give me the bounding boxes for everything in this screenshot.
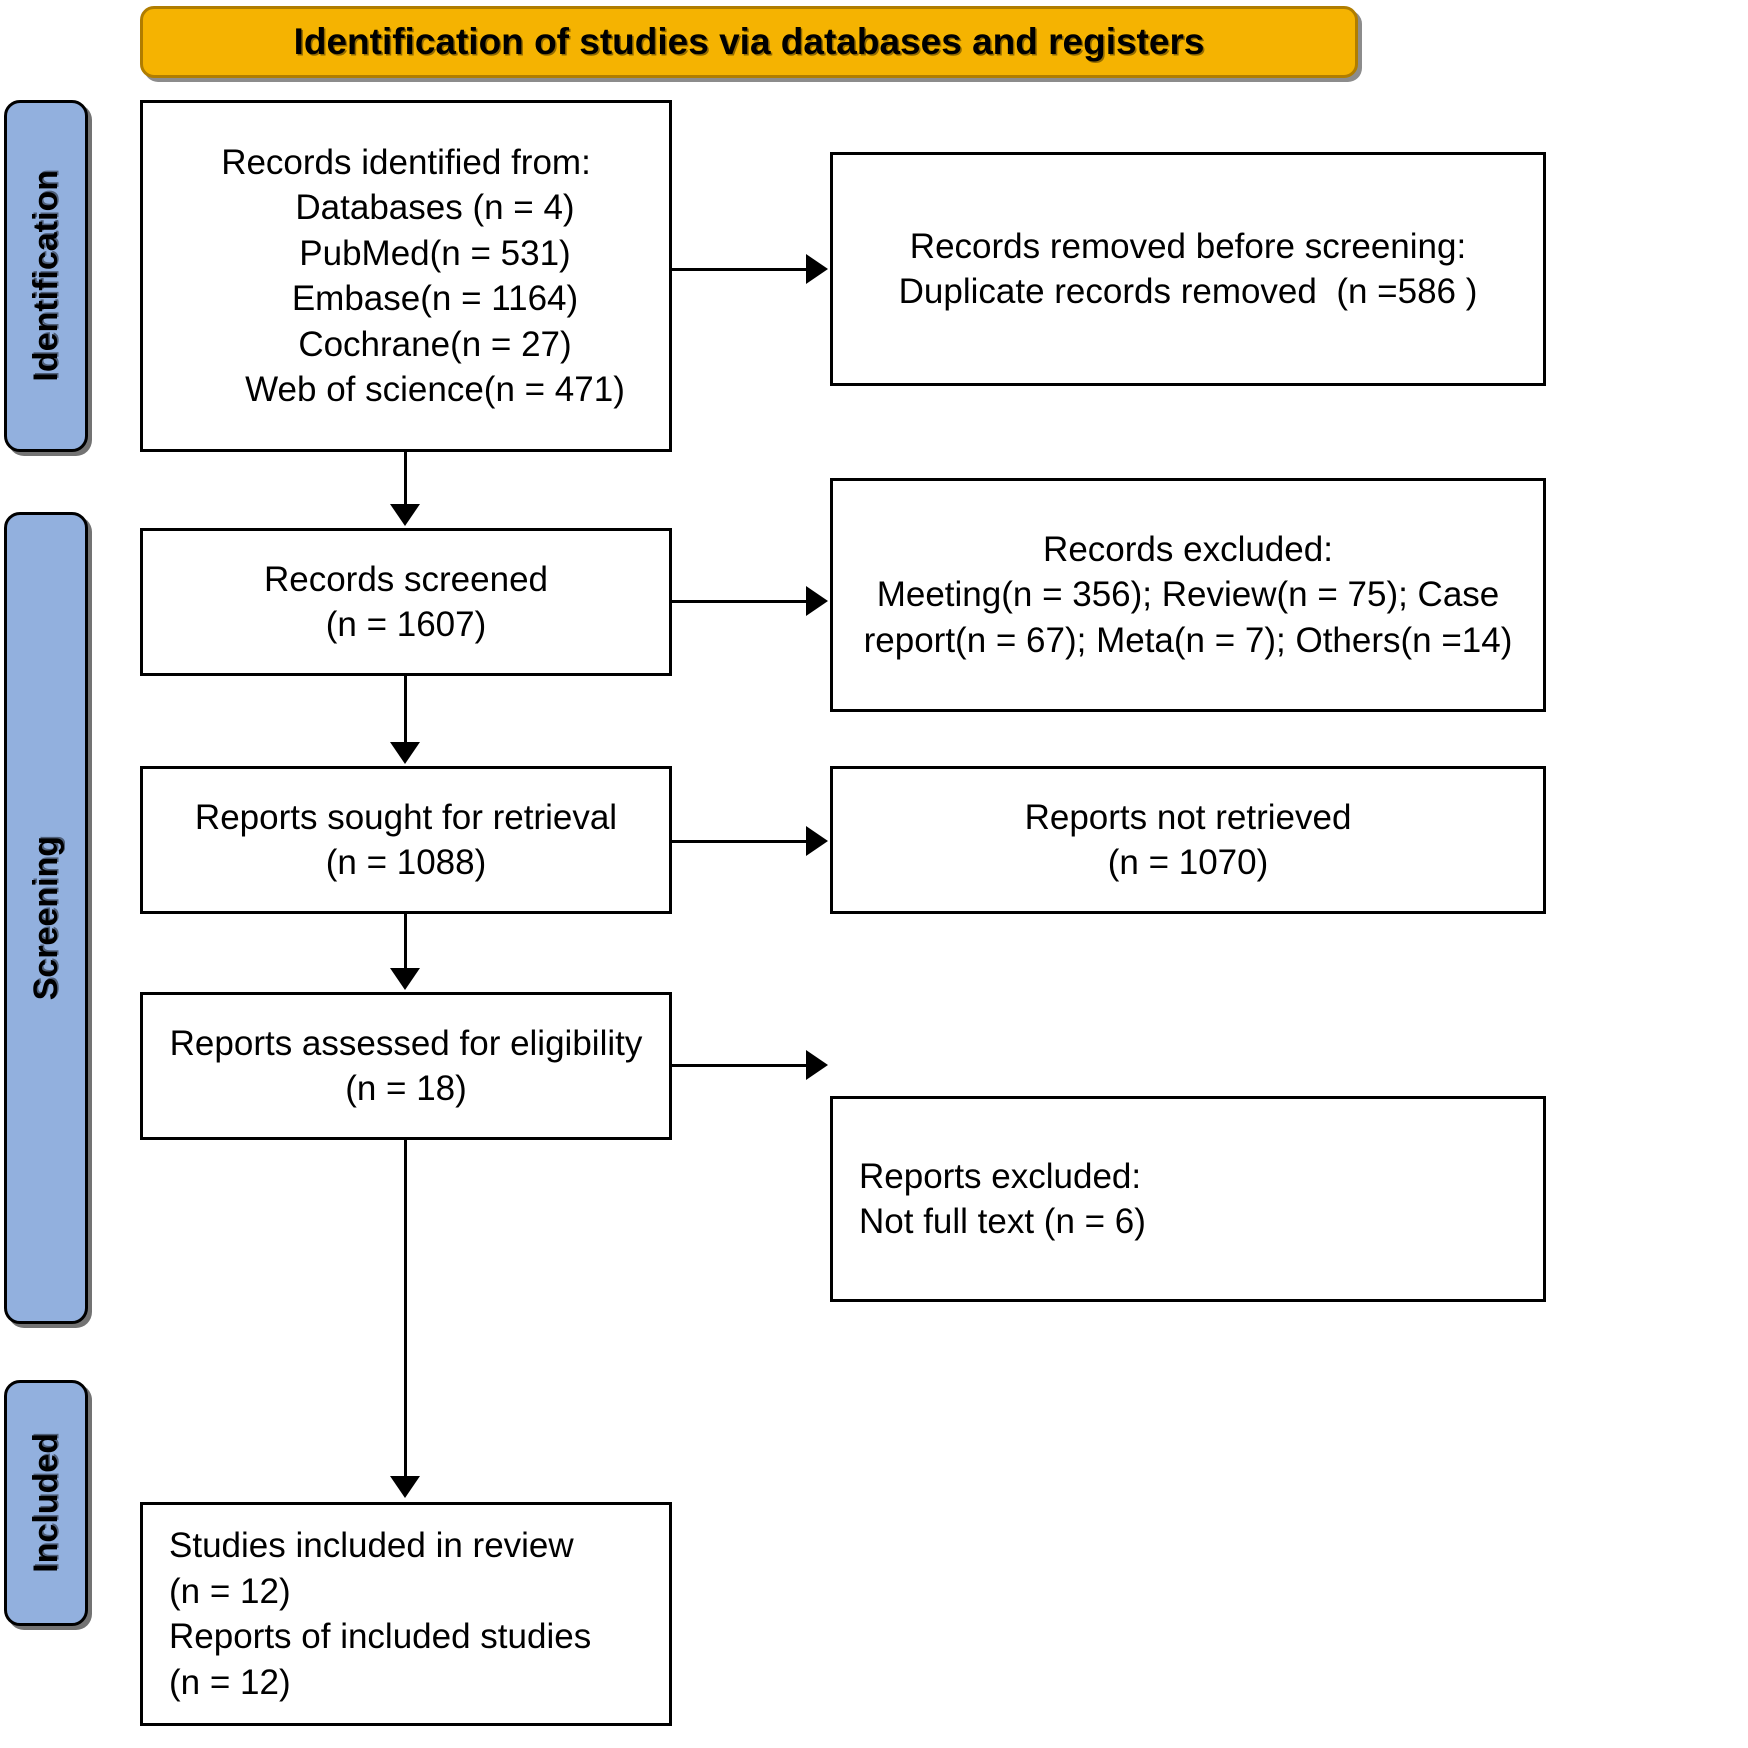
connector-identified-to-screened — [404, 452, 407, 506]
phase-tab-included: Included — [4, 1380, 88, 1626]
box-reports-excluded: Reports excluded: Not full text (n = 6) — [830, 1096, 1546, 1302]
box-records-screened-line-2: (n = 1607) — [325, 605, 487, 644]
box-records-identified-line-1: Records identified from: — [221, 142, 591, 182]
arrow-right-icon-identified-to-removed — [806, 254, 828, 284]
box-records-excluded-line-2: Meeting(n = 356); Review(n = 75); Case — [876, 575, 1500, 615]
connector-assessed-to-included — [404, 1140, 407, 1478]
arrow-right-icon-sought-to-not-retrieved — [806, 826, 828, 856]
box-records-removed-line-2: Duplicate records removed (n =586 ) — [898, 272, 1478, 311]
box-records-removed-line-1: Records removed before screening: — [909, 226, 1467, 266]
box-studies-included-line-3: Reports of included studies — [169, 1617, 592, 1656]
phase-tab-screening: Screening — [4, 512, 88, 1324]
box-reports-assessed-line-2: (n = 18) — [345, 1069, 467, 1108]
box-records-excluded-line-3: report(n = 67); Meta(n = 7); Others(n =1… — [863, 620, 1513, 660]
phase-tab-identification: Identification — [4, 100, 88, 452]
box-records-identified-line-5: Cochrane(n = 27) — [298, 324, 572, 364]
connector-screened-to-sought — [404, 676, 407, 744]
phase-label-screening: Screening — [26, 835, 65, 1001]
connector-sought-to-assessed — [404, 914, 407, 970]
box-reports-assessed-line-1: Reports assessed for eligibility — [169, 1023, 643, 1063]
box-records-screened-line-1: Records screened — [263, 559, 549, 599]
connector-sought-to-not-retrieved — [672, 840, 808, 843]
box-reports-assessed: Reports assessed for eligibility (n = 18… — [140, 992, 672, 1140]
box-reports-sought: Reports sought for retrieval (n = 1088) — [140, 766, 672, 914]
box-records-screened: Records screened (n = 1607) — [140, 528, 672, 676]
box-reports-not-retrieved-line-2: (n = 1070) — [1107, 843, 1269, 882]
box-studies-included-line-4: (n = 12) — [169, 1662, 291, 1702]
box-studies-included: Studies included in review (n = 12) Repo… — [140, 1502, 672, 1726]
arrow-down-icon-screened-to-sought — [390, 742, 420, 764]
arrow-down-icon-sought-to-assessed — [390, 968, 420, 990]
phase-label-identification: Identification — [26, 170, 65, 382]
box-records-excluded-line-1: Records excluded: — [1043, 529, 1333, 569]
box-records-identified: Records identified from: Databases (n = … — [140, 100, 672, 452]
arrow-down-icon-assessed-to-included — [390, 1476, 420, 1498]
box-records-identified-line-4: Embase(n = 1164) — [291, 279, 579, 318]
box-records-identified-line-3: PubMed(n = 531) — [299, 233, 571, 273]
box-records-identified-line-2: Databases (n = 4) — [295, 188, 575, 227]
connector-screened-to-records-excluded — [672, 600, 808, 603]
diagram-title: Identification of studies via databases … — [293, 21, 1205, 62]
box-records-excluded: Records excluded: Meeting(n = 356); Revi… — [830, 478, 1546, 712]
box-reports-not-retrieved: Reports not retrieved (n = 1070) — [830, 766, 1546, 914]
box-reports-sought-line-2: (n = 1088) — [325, 843, 487, 882]
diagram-title-banner: Identification of studies via databases … — [140, 6, 1358, 78]
box-reports-sought-line-1: Reports sought for retrieval — [194, 797, 618, 837]
box-records-removed: Records removed before screening: Duplic… — [830, 152, 1546, 386]
connector-assessed-to-reports-excluded — [672, 1064, 808, 1067]
arrow-right-icon-screened-to-records-excluded — [806, 586, 828, 616]
box-records-identified-line-6: Web of science(n = 471) — [245, 370, 625, 409]
connector-identified-to-removed — [672, 268, 808, 271]
box-reports-excluded-line-1: Reports excluded: — [859, 1156, 1142, 1196]
phase-label-included: Included — [26, 1433, 65, 1573]
box-reports-not-retrieved-line-1: Reports not retrieved — [1024, 797, 1352, 837]
arrow-down-icon-identified-to-screened — [390, 504, 420, 526]
box-studies-included-line-1: Studies included in review — [169, 1526, 574, 1565]
box-studies-included-line-2: (n = 12) — [169, 1571, 291, 1611]
arrow-right-icon-assessed-to-reports-excluded — [806, 1050, 828, 1080]
box-reports-excluded-line-2: Not full text (n = 6) — [859, 1202, 1146, 1241]
